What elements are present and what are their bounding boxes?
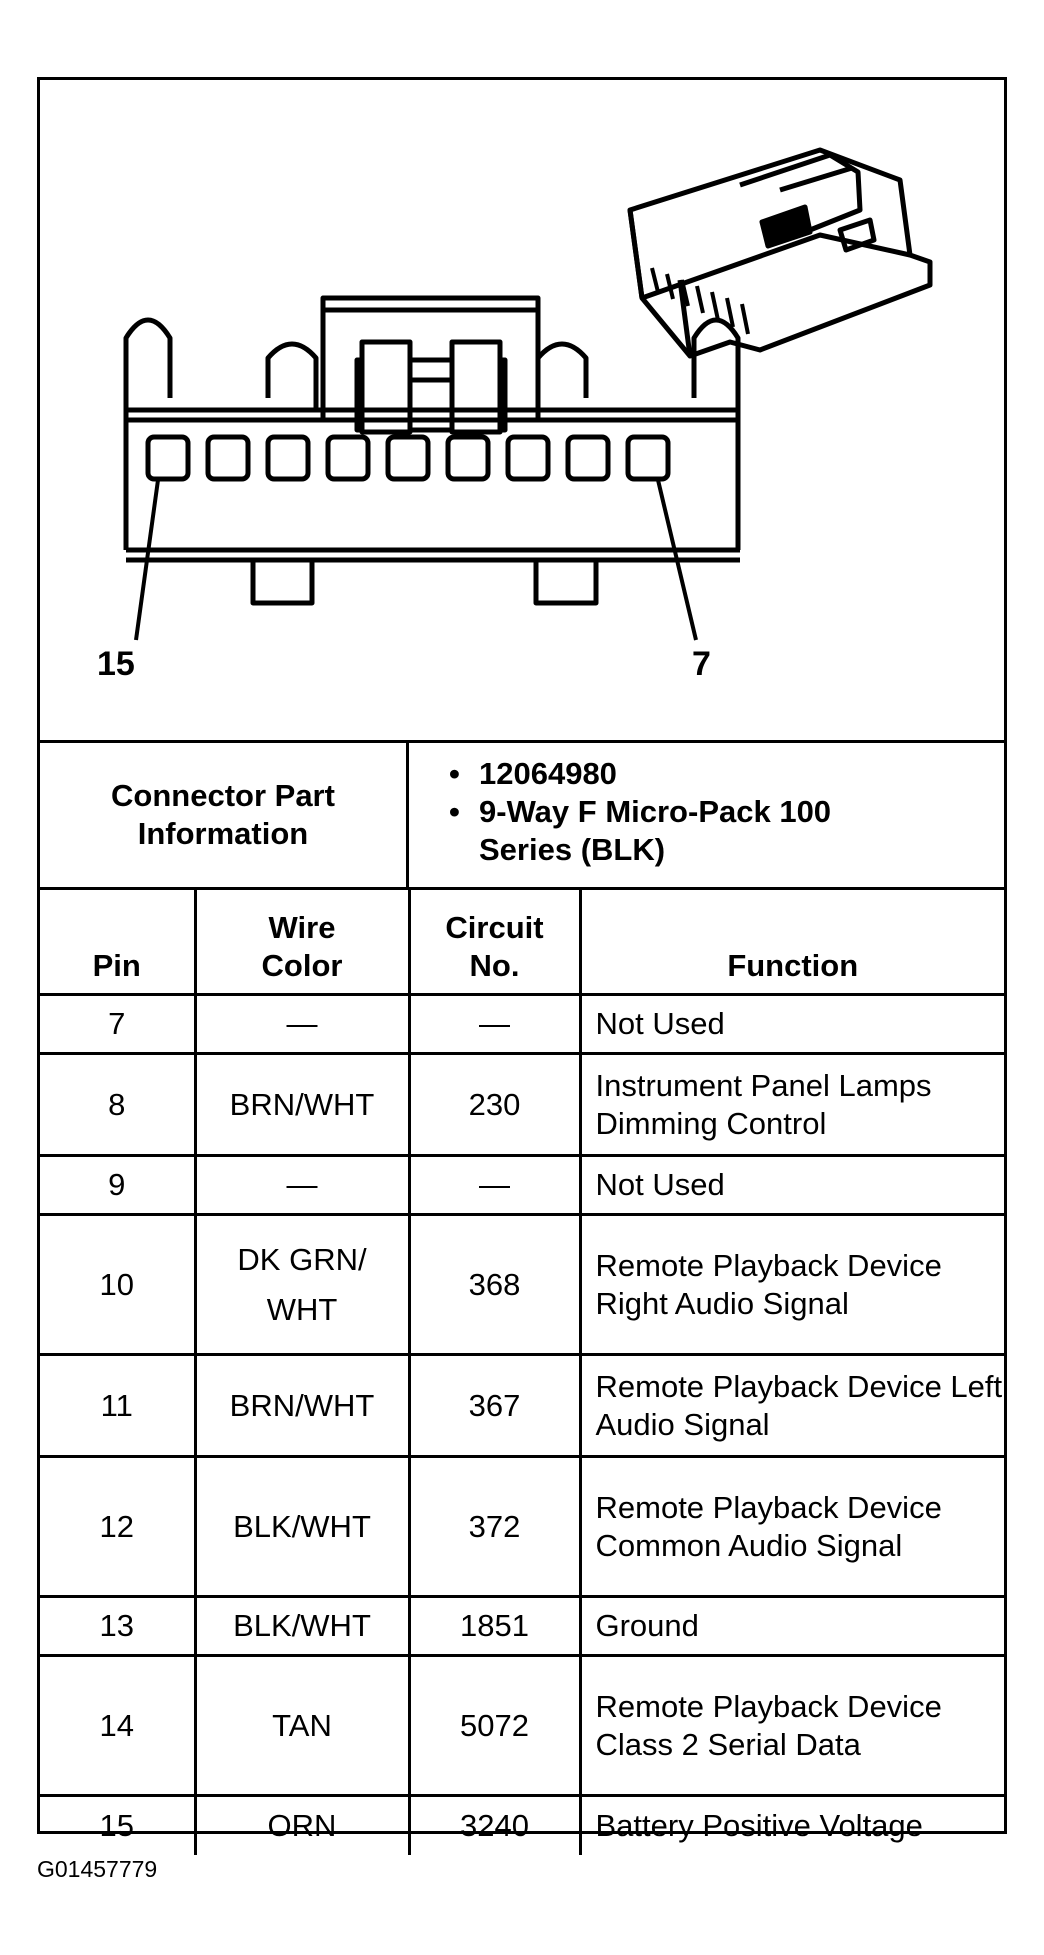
pin-cell: 9	[40, 1154, 197, 1216]
table-row: 9 — — Not Used	[40, 1154, 1004, 1216]
wire-color-cell: ORN	[193, 1794, 411, 1855]
pin-cavity-12	[325, 434, 371, 482]
pin-cavity-14	[205, 434, 251, 482]
table-row: 12 BLK/WHT 372 Remote Playback Device Co…	[40, 1455, 1004, 1598]
function-cell: Remote Playback Device Left Audio Signal	[578, 1353, 1004, 1458]
header-wire-color: Wire Color	[193, 890, 411, 996]
table-row: 13 BLK/WHT 1851 Ground	[40, 1595, 1004, 1657]
pin-cell: 7	[40, 993, 197, 1055]
circuit-cell: 367	[407, 1353, 582, 1458]
header-function: Function	[578, 890, 1004, 996]
pinout-table: Pin Wire Color Circuit No. Function 7 — …	[40, 890, 1004, 1855]
pin-cavity-11	[385, 434, 431, 482]
connector-isometric-view	[627, 147, 933, 359]
circuit-cell: —	[407, 1154, 582, 1216]
pin-cell: 13	[40, 1595, 197, 1657]
wire-color-cell: BLK/WHT	[193, 1595, 411, 1657]
pin-cavity-10	[445, 434, 491, 482]
pin-cavity-9	[505, 434, 551, 482]
circuit-cell: —	[407, 993, 582, 1055]
connector-info-label: Connector Part Information	[40, 743, 409, 887]
part-number: 12064980	[449, 755, 1004, 793]
connector-sheet: 15 7 Connector Part Information 12064980…	[37, 77, 1007, 1855]
table-row: 14 TAN 5072 Remote Playback Device Class…	[40, 1654, 1004, 1797]
pin-cell: 15	[40, 1794, 197, 1855]
circuit-cell: 372	[407, 1455, 582, 1598]
circuit-cell: 5072	[407, 1654, 582, 1797]
function-cell: Not Used	[578, 993, 1004, 1055]
pin-cell: 8	[40, 1052, 197, 1157]
wire-color-cell: DK GRN/ WHT	[193, 1213, 411, 1356]
leader-line-left	[134, 479, 160, 641]
pin-cavity-13	[265, 434, 311, 482]
function-cell: Instrument Panel Lamps Dimming Control	[578, 1052, 1004, 1157]
function-cell: Remote Playback Device Class 2 Serial Da…	[578, 1654, 1004, 1797]
function-cell: Battery Positive Voltage	[578, 1794, 1004, 1855]
function-cell: Remote Playback Device Common Audio Sign…	[578, 1455, 1004, 1598]
header-pin: Pin	[40, 890, 197, 996]
circuit-cell: 3240	[407, 1794, 582, 1855]
table-row: 8 BRN/WHT 230 Instrument Panel Lamps Dim…	[40, 1052, 1004, 1157]
function-cell: Ground	[578, 1595, 1004, 1657]
circuit-cell: 230	[407, 1052, 582, 1157]
connector-info-values: 12064980 9-Way F Micro-Pack 100 Series (…	[409, 743, 1004, 887]
pin-cavity-15	[145, 434, 191, 482]
pin-callout-right: 7	[692, 645, 711, 683]
pin-cavities	[145, 434, 671, 482]
wire-color-cell: —	[193, 1154, 411, 1216]
pin-callout-left: 15	[97, 645, 135, 683]
table-row: 11 BRN/WHT 367 Remote Playback Device Le…	[40, 1353, 1004, 1458]
table-row: 7 — — Not Used	[40, 993, 1004, 1055]
pin-cell: 12	[40, 1455, 197, 1598]
pin-cavity-7	[625, 434, 671, 482]
pin-cell: 10	[40, 1213, 197, 1356]
pin-cell: 11	[40, 1353, 197, 1458]
pin-cavity-8	[565, 434, 611, 482]
pin-cell: 14	[40, 1654, 197, 1797]
wire-color-cell: BRN/WHT	[193, 1052, 411, 1157]
table-row: 15 ORN 3240 Battery Positive Voltage	[40, 1794, 1004, 1855]
header-circuit-no: Circuit No.	[407, 890, 582, 996]
connector-drawing: 15 7	[97, 147, 933, 683]
connector-description: 9-Way F Micro-Pack 100 Series (BLK)	[449, 793, 1004, 869]
wire-color-cell: BLK/WHT	[193, 1455, 411, 1598]
leader-line-right	[656, 479, 698, 641]
wire-color-cell: TAN	[193, 1654, 411, 1797]
wire-color-cell: —	[193, 993, 411, 1055]
circuit-cell: 368	[407, 1213, 582, 1356]
function-cell: Not Used	[578, 1154, 1004, 1216]
wire-color-cell: BRN/WHT	[193, 1353, 411, 1458]
connector-part-info: Connector Part Information 12064980 9-Wa…	[40, 740, 1004, 890]
circuit-cell: 1851	[407, 1595, 582, 1657]
function-cell: Remote Playback Device Right Audio Signa…	[578, 1213, 1004, 1356]
table-row: 10 DK GRN/ WHT 368 Remote Playback Devic…	[40, 1213, 1004, 1356]
table-header-row: Pin Wire Color Circuit No. Function	[40, 890, 1004, 996]
connector-face-view	[123, 295, 741, 641]
connector-face-diagram: 15 7	[40, 80, 1004, 740]
figure-id: G01457779	[37, 1856, 158, 1882]
